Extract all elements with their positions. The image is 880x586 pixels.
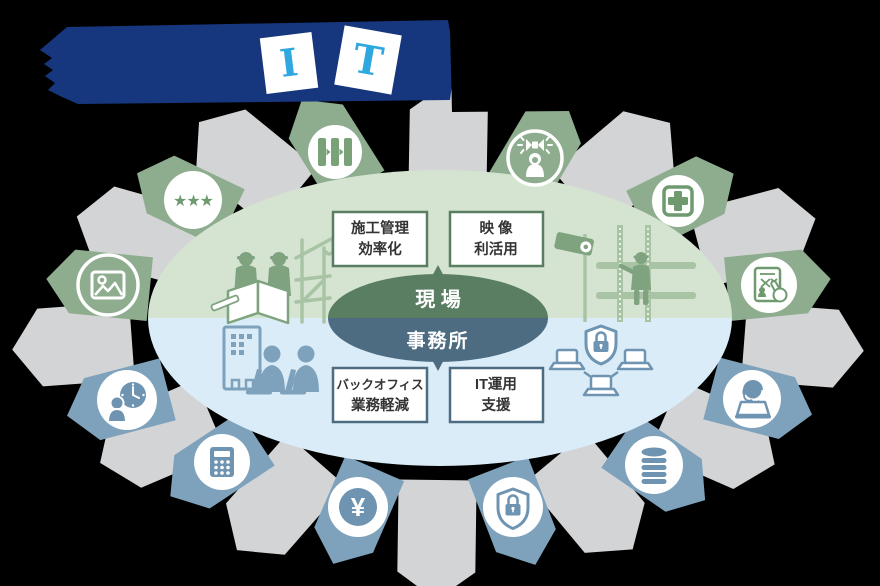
open-blueprint: [210, 279, 290, 325]
process-gates-icon: [308, 125, 362, 179]
database-icon: [625, 436, 683, 494]
hub-site-half: [328, 274, 548, 318]
title-banner: I T: [40, 20, 860, 112]
office-half-ellipse: [148, 318, 732, 466]
headset-support-icon: [723, 370, 781, 428]
it-card-i: I: [259, 32, 319, 94]
callout-line: IT運用: [475, 376, 517, 393]
illustration-site-workers: [210, 236, 335, 325]
person-silhouette: [106, 395, 128, 423]
office-person: [280, 345, 319, 395]
callout-line: 支援: [482, 396, 511, 414]
title-dark-shape: [450, 24, 860, 112]
it-letter-i: I: [277, 39, 300, 86]
office-person: [246, 345, 285, 395]
callout-boxes: 施工管理 効率化 映 像 利活用 バックオフィス 業務軽減 IT運用 支援: [331, 210, 545, 424]
climbing-worker: [618, 252, 651, 305]
hub: 現 場 事務所: [328, 265, 548, 371]
cctv-camera: [554, 232, 594, 256]
callout-it-operation-support: IT運用 支援: [448, 366, 545, 424]
network-shield-lock-icon: [584, 324, 618, 366]
hub-site-label: 現 場: [415, 288, 461, 311]
callout-line: 効率化: [358, 240, 402, 258]
callout-line: 施工管理: [351, 219, 409, 237]
illustration-office-desks: [222, 325, 319, 395]
gray-petal: [396, 479, 477, 586]
callout-line: 利活用: [474, 240, 518, 258]
callout-line: 映 像: [479, 219, 513, 237]
hub-office-half: [328, 318, 548, 362]
stars-glyph: ★★★: [173, 193, 214, 210]
yen-glyph: ¥: [351, 492, 366, 522]
siren-worker-icon: [506, 129, 564, 187]
it-card-t: T: [334, 25, 402, 95]
network-laptop: [616, 348, 654, 371]
callout-video-utilization: 映 像 利活用: [448, 210, 545, 268]
shield-lock-icon: [483, 477, 543, 537]
three-stars-icon: ★★★: [164, 171, 222, 229]
callout-line: 業務軽減: [350, 396, 409, 414]
tablet-sign-icon: [741, 257, 797, 313]
network-laptop: [582, 374, 620, 397]
pointing-hand: [770, 280, 788, 303]
yen-coin-icon: ¥: [328, 477, 388, 537]
photo-icon: [76, 253, 140, 317]
hub-office-label: 事務所: [406, 329, 469, 352]
callout-construction-management: 施工管理 効率化: [331, 210, 429, 268]
illustration-site-cctv: [554, 225, 696, 322]
network-laptop: [548, 348, 586, 371]
clock-person-icon: [97, 370, 157, 430]
callout-line: バックオフィス: [336, 378, 423, 392]
callout-backoffice-reduction: バックオフィス 業務軽減: [331, 366, 429, 424]
worker-pair: [234, 252, 291, 296]
calculator-icon: [194, 434, 250, 490]
first-aid-icon: [652, 175, 704, 227]
illustration-office-network: [548, 324, 654, 397]
icon-badges: ★★★: [76, 125, 797, 537]
